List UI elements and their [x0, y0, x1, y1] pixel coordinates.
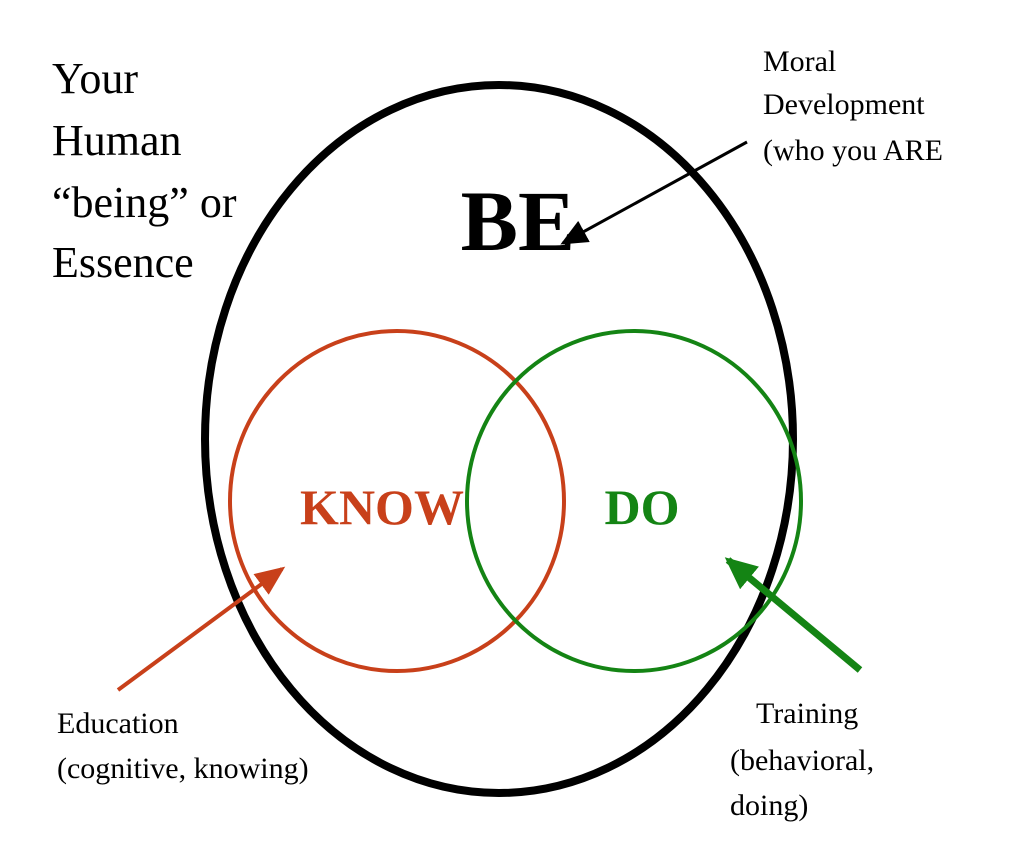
- do-circle: [465, 329, 803, 673]
- education-label: Education (cognitive, knowing): [57, 707, 309, 785]
- training-arrow: [724, 557, 863, 673]
- training-label-line: (behavioral,: [730, 744, 874, 777]
- be-outer-circle: [201, 81, 797, 797]
- moral-label-line: Development: [763, 88, 925, 121]
- education-label-line: Education: [57, 707, 179, 740]
- essence-label-line: Human: [52, 116, 182, 165]
- do-label: DO: [605, 479, 680, 535]
- training-label-line: doing): [730, 789, 808, 822]
- training-label: Training (behavioral, doing): [730, 697, 882, 822]
- moral-arrow: [560, 140, 748, 245]
- know-label: KNOW: [300, 479, 464, 535]
- essence-label: Your Human “being” or Essence: [52, 54, 247, 287]
- know-circle: [228, 329, 566, 673]
- education-arrow: [116, 566, 286, 692]
- moral-development-label: Moral Development (who you ARE: [763, 45, 943, 167]
- education-label-line: (cognitive, knowing): [57, 752, 309, 785]
- essence-label-line: Essence: [52, 238, 194, 287]
- essence-label-line: “being” or: [52, 178, 237, 227]
- essence-label-line: Your: [52, 54, 138, 103]
- be-label: BE: [461, 173, 576, 269]
- moral-label-line: Moral: [763, 45, 836, 78]
- moral-label-line: (who you ARE: [763, 134, 943, 167]
- training-label-line: Training: [756, 697, 858, 730]
